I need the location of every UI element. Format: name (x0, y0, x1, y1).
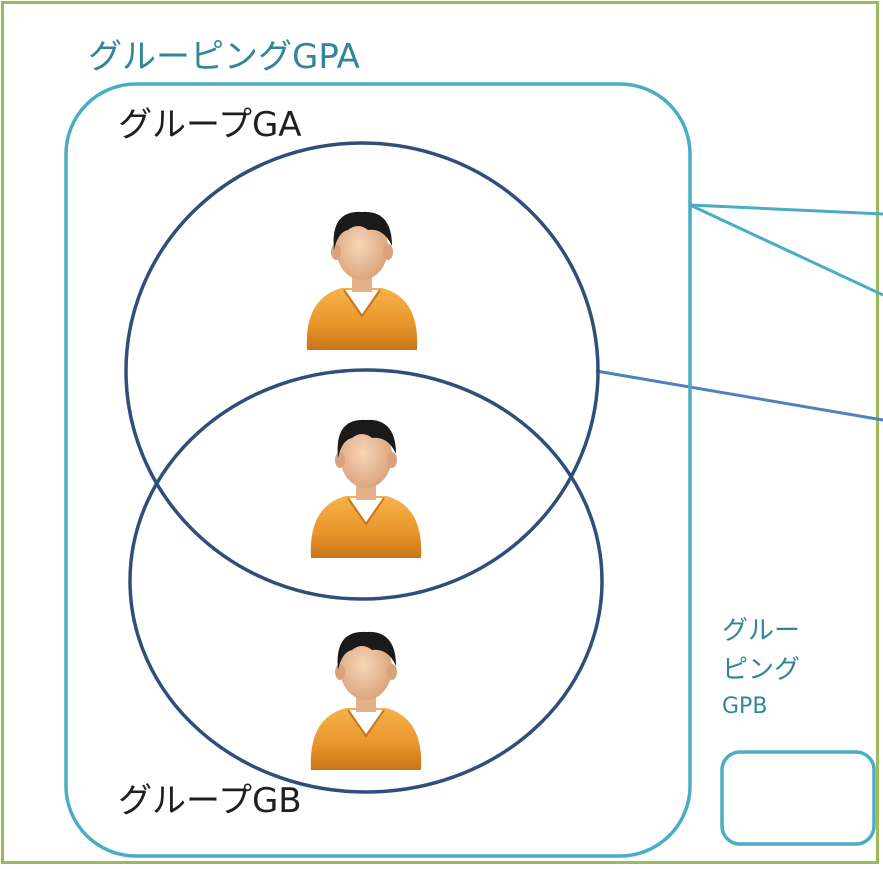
connector-line (689, 203, 883, 216)
person-icon (309, 630, 423, 771)
grouping-b-label-line1: グルー (722, 616, 801, 646)
connector-line (689, 203, 883, 297)
grouping-b-label-line2: ピング (722, 655, 801, 685)
person-icon (309, 418, 423, 559)
grouping-b-box (720, 750, 876, 846)
group-b-circle (128, 368, 604, 794)
grouping-a-container (64, 82, 692, 858)
person-icon (305, 210, 419, 351)
connector-line (595, 369, 883, 422)
grouping-b-label-line3: GPB (722, 694, 768, 719)
group-b-label: グループGB (118, 781, 302, 821)
group-a-circle (124, 141, 600, 601)
group-a-label: グループGA (118, 105, 302, 145)
grouping-a-label: グルーピングGPA (88, 37, 360, 77)
grouping-b-label: グルー ピング GPB (722, 612, 800, 723)
